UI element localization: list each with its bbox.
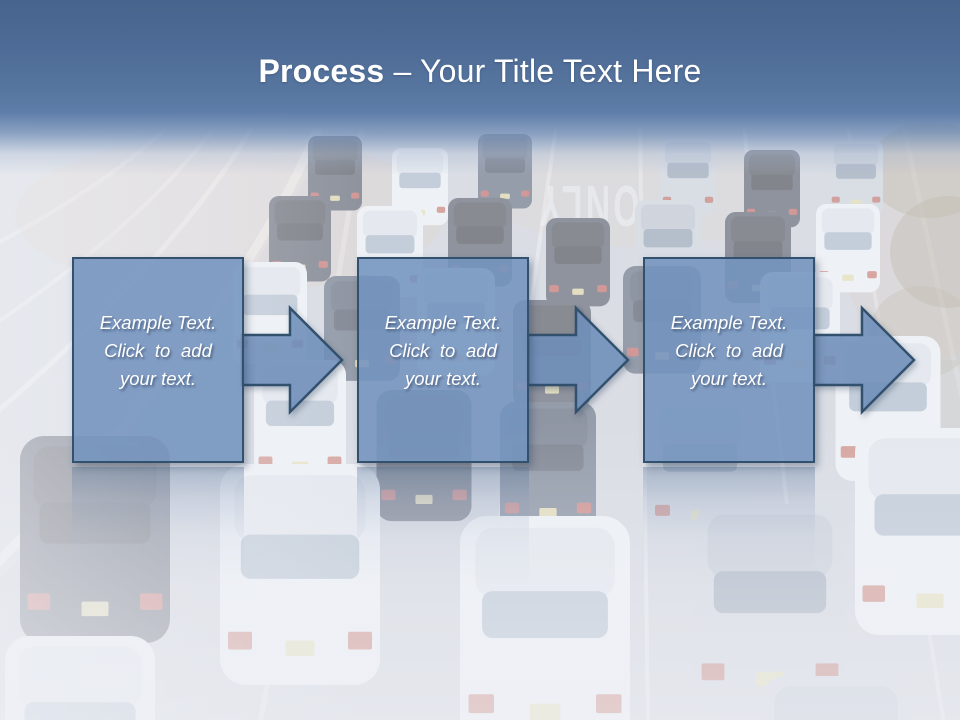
process-box-2[interactable]: Example Text. Click to add your text. <box>357 257 529 463</box>
slide-title-rest: – Your Title Text Here <box>384 53 702 89</box>
slide-title[interactable]: Process – Your Title Text Here <box>0 50 960 92</box>
process-box-3-text: Example Text. Click to add your text. <box>645 259 813 393</box>
process-arrow-icon[interactable] <box>240 304 346 416</box>
text-line: Example Text. <box>670 312 788 333</box>
text-line: Click to add <box>675 340 783 361</box>
process-box-3[interactable]: Example Text. Click to add your text. <box>643 257 815 463</box>
text-line: Click to add <box>389 340 497 361</box>
process-arrow-icon[interactable] <box>812 304 918 416</box>
slide-title-keyword: Process <box>258 53 385 89</box>
text-line: your text. <box>119 368 197 389</box>
process-box-1[interactable]: Example Text. Click to add your text. <box>72 257 244 463</box>
text-line: Click to add <box>104 340 212 361</box>
text-line: your text. <box>690 368 768 389</box>
text-line: Example Text. <box>384 312 502 333</box>
text-line: Example Text. <box>99 312 217 333</box>
process-box-1-text: Example Text. Click to add your text. <box>74 259 242 393</box>
text-line: your text. <box>404 368 482 389</box>
process-arrow-icon[interactable] <box>526 304 632 416</box>
process-box-2-text: Example Text. Click to add your text. <box>359 259 527 393</box>
